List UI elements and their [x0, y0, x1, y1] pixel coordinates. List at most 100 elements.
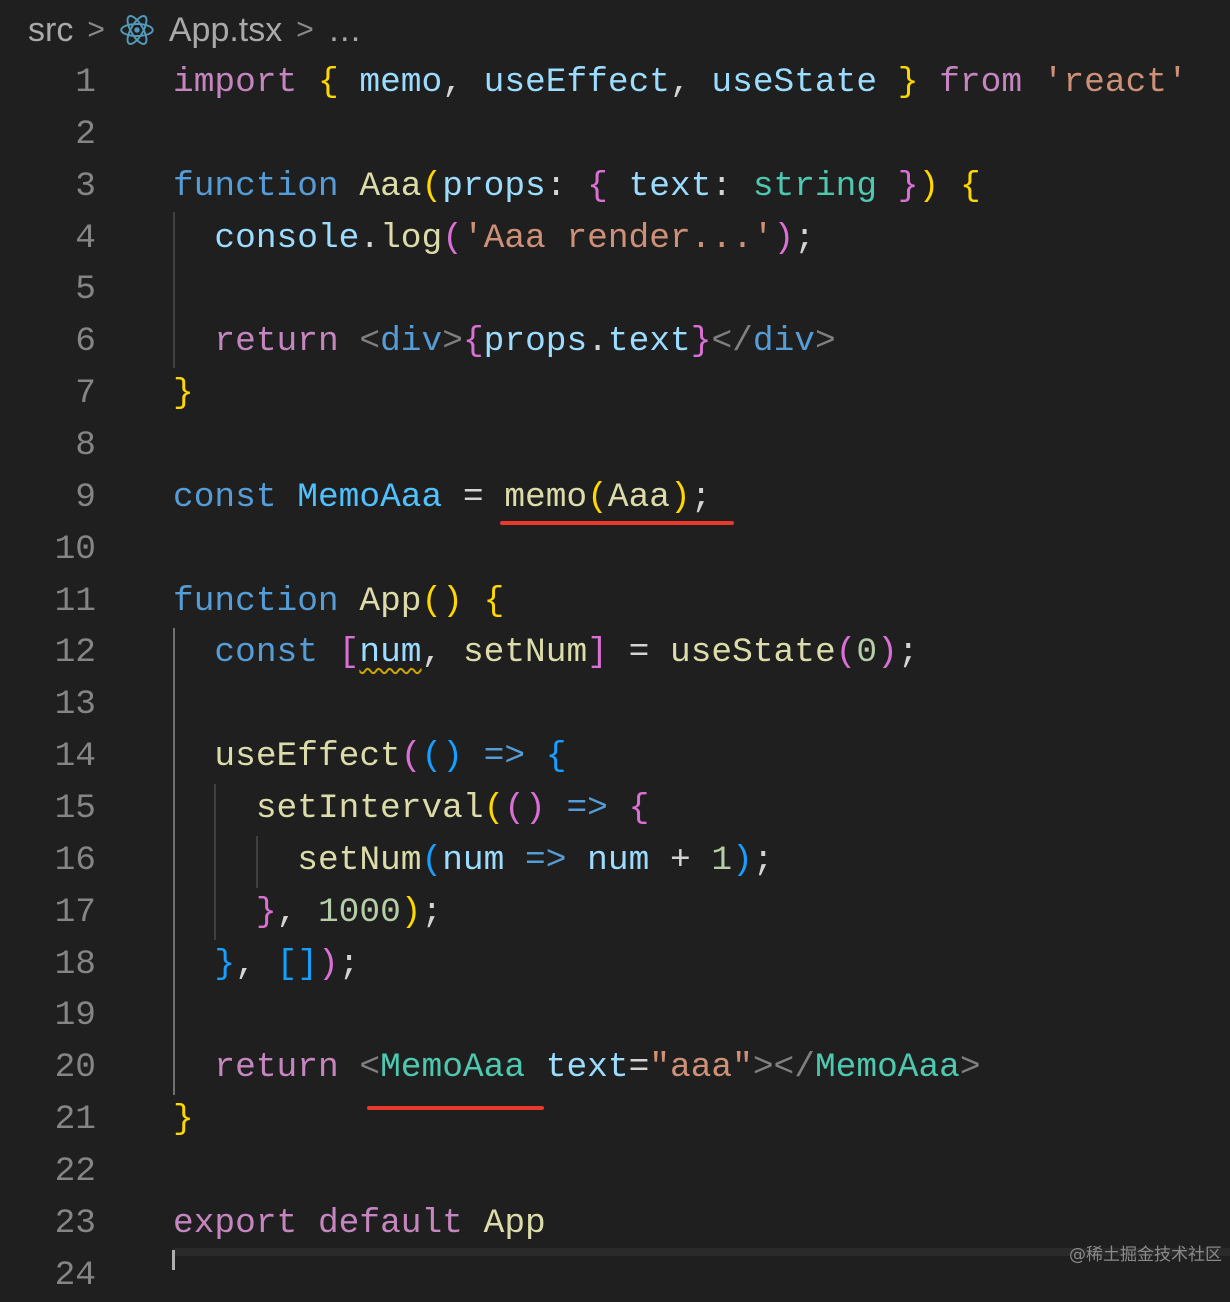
line-number: 10 [54, 529, 96, 569]
code-token [297, 1204, 318, 1243]
line-number: 17 [54, 892, 96, 932]
code-token: MemoAaa [380, 1048, 526, 1088]
code-line[interactable]: 15 setInterval(() => { [0, 783, 1230, 835]
code-line[interactable]: 22 [0, 1146, 1230, 1198]
code-token: div [752, 322, 815, 362]
line-number: 20 [54, 1048, 96, 1088]
line-number: 6 [75, 322, 96, 362]
code-line[interactable]: 5 [0, 264, 1230, 316]
code-token: MemoAaa [297, 477, 443, 517]
code-line[interactable]: 20 return <MemoAaa text="aaa"></MemoAaa> [0, 1042, 1230, 1094]
code-token [877, 63, 898, 102]
code-token: ; [421, 892, 443, 932]
line-number: 14 [54, 737, 96, 777]
code-token [318, 633, 339, 672]
code-token: { [545, 737, 567, 777]
code-line[interactable]: 13 [0, 679, 1230, 731]
code-line[interactable]: 8 [0, 420, 1230, 472]
line-number: 15 [54, 789, 96, 829]
code-line[interactable]: 19 [0, 990, 1230, 1042]
code-token: => [566, 789, 608, 829]
code-line[interactable]: 24 [0, 1250, 1230, 1302]
code-token: => [525, 840, 567, 880]
code-token: from [939, 63, 1023, 102]
code-token: return [214, 1048, 339, 1088]
code-token: setNum [297, 840, 422, 880]
code-token [173, 1048, 214, 1087]
code-text: console.log('Aaa render...'); [173, 213, 815, 265]
code-token [566, 841, 587, 880]
code-token: ) [918, 166, 940, 206]
line-number: 1 [75, 63, 96, 102]
code-token: } [173, 1100, 194, 1140]
code-token: console [214, 218, 360, 258]
code-token: </ [711, 322, 753, 362]
code-token [463, 582, 484, 621]
code-token: num [442, 840, 505, 880]
code-token [339, 63, 360, 102]
line-number: 7 [75, 374, 96, 414]
code-token: function [173, 166, 339, 206]
code-text: return <div>{props.text}</div> [173, 316, 835, 368]
code-line[interactable]: 10 [0, 524, 1230, 576]
breadcrumb-file[interactable]: App.tsx [168, 10, 283, 49]
code-token: App [483, 1203, 546, 1243]
code-token: useEffect [214, 737, 401, 777]
code-line[interactable]: 7} [0, 368, 1230, 420]
code-token: default [317, 1203, 463, 1243]
code-line[interactable]: 4 console.log('Aaa render...'); [0, 213, 1230, 265]
line-number: 18 [54, 944, 96, 984]
breadcrumb-more[interactable]: … [327, 10, 362, 49]
line-number: 24 [54, 1255, 96, 1295]
code-token: ( [421, 166, 443, 206]
code-line[interactable]: 17 }, 1000); [0, 887, 1230, 939]
code-token: } [897, 166, 919, 206]
code-token: string [752, 166, 878, 206]
code-token: "aaa" [649, 1048, 753, 1088]
code-text: useEffect(() => { [173, 731, 566, 783]
code-token: ) [773, 218, 795, 258]
code-token [173, 841, 297, 880]
code-token: } [173, 374, 194, 414]
code-token [608, 167, 629, 206]
code-line[interactable]: 16 setNum(num => num + 1); [0, 835, 1230, 887]
code-token [173, 219, 214, 258]
code-token [339, 1048, 360, 1087]
code-token: num [587, 840, 650, 880]
code-token: = [442, 477, 505, 517]
code-token: { [462, 322, 484, 362]
code-token: , [421, 633, 463, 673]
code-token [504, 841, 525, 880]
code-line[interactable]: 14 useEffect(() => { [0, 731, 1230, 783]
code-token: props [442, 166, 546, 206]
code-text: } [173, 1094, 194, 1146]
code-token: < [359, 1048, 381, 1088]
code-token [277, 478, 298, 517]
code-line[interactable]: 2 [0, 109, 1230, 161]
code-token [546, 789, 567, 828]
code-token: { [628, 789, 650, 829]
breadcrumb-folder[interactable]: src [28, 10, 74, 49]
code-token: ) [442, 581, 463, 621]
code-token [463, 737, 484, 776]
code-line[interactable]: 12 const [num, setNum] = useState(0); [0, 627, 1230, 679]
code-token: memo [504, 477, 588, 517]
code-token: useState [711, 63, 878, 102]
code-token: 1 [711, 840, 733, 880]
code-token: 0 [856, 633, 878, 673]
code-line[interactable]: 18 }, []); [0, 939, 1230, 991]
code-token: } [255, 892, 277, 932]
code-token: , [235, 944, 277, 984]
code-token: [] [276, 944, 318, 984]
code-line[interactable]: 21} [0, 1094, 1230, 1146]
code-line[interactable]: 6 return <div>{props.text}</div> [0, 316, 1230, 368]
code-token: Aaa [607, 477, 670, 517]
code-text: function Aaa(props: { text: string }) { [173, 161, 981, 213]
code-token: } [690, 322, 712, 362]
indent-guide [214, 784, 216, 940]
